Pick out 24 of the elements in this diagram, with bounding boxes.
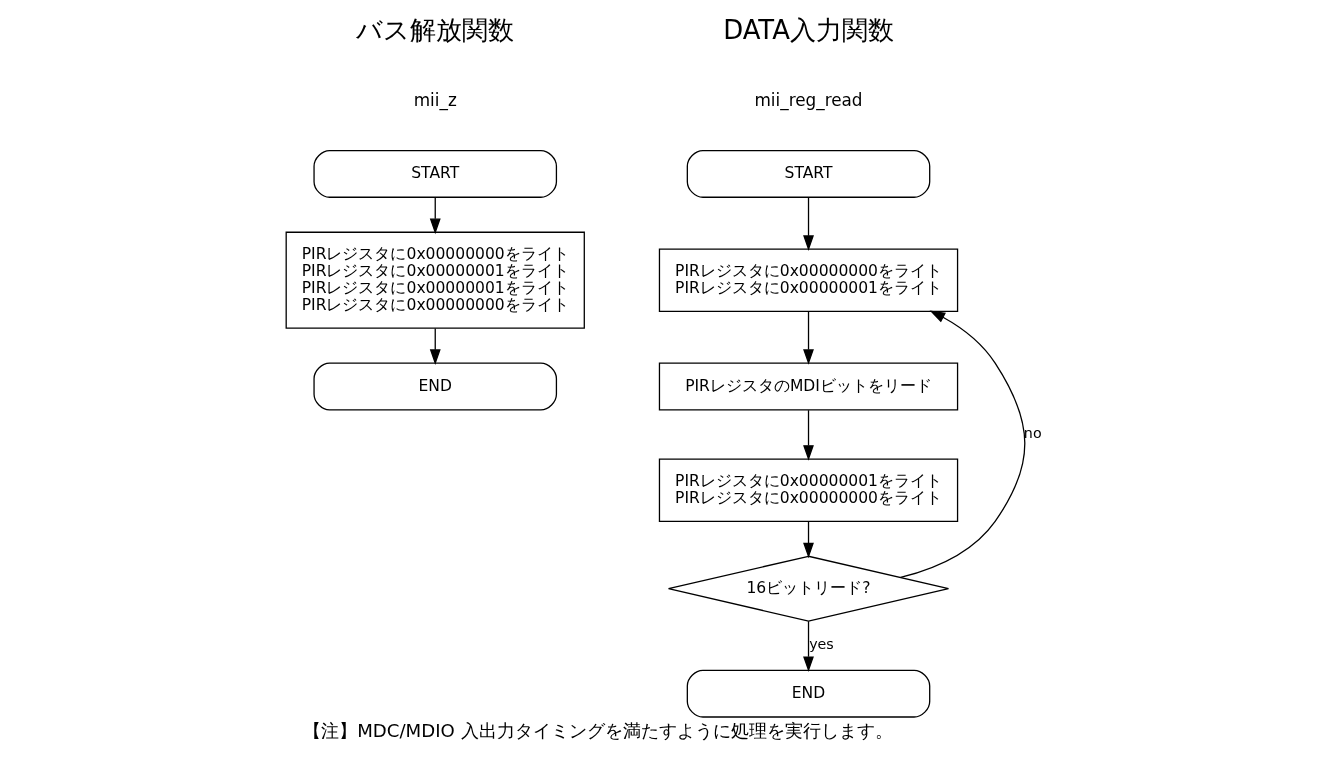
node-box: PIRレジスタに0x00000001をライト PIRレジスタに0x00000000をライト <box>658 458 959 522</box>
edge-label: yes <box>809 636 834 653</box>
node-box: END <box>313 362 558 411</box>
label: DATA入力関数 <box>723 15 894 46</box>
label: バス解放関数 <box>356 15 515 46</box>
node-box: PIRレジスタに0x00000000をライト PIRレジスタに0x00000001をライト PIRレジスタに0x00000001をライト PIRレジスタに0x00000000をライト <box>285 231 585 329</box>
node-box: START <box>313 149 558 198</box>
arrow <box>803 520 814 559</box>
caption: 【注】MDC/MDIO 入出力タイミングを満たすように処理を実行します。 <box>303 719 893 741</box>
node-box: PIRレジスタに0x00000000をライト PIRレジスタに0x00000001をライト <box>658 248 959 312</box>
label: mii_z <box>413 89 457 110</box>
node-box: START <box>686 149 931 198</box>
arrow <box>429 197 441 235</box>
node-diamond: 16ビットリード? <box>667 555 950 622</box>
edge-label: no <box>1023 425 1042 442</box>
node-box: PIRレジスタのMDIビットをリード <box>658 362 959 411</box>
label: mii_reg_read <box>754 89 863 110</box>
arrow <box>429 327 441 365</box>
arrow <box>803 620 814 672</box>
node-box: END <box>686 669 931 718</box>
arrow <box>899 310 1026 579</box>
arrow <box>803 409 814 461</box>
arrow <box>803 197 814 251</box>
arrow <box>803 310 814 365</box>
